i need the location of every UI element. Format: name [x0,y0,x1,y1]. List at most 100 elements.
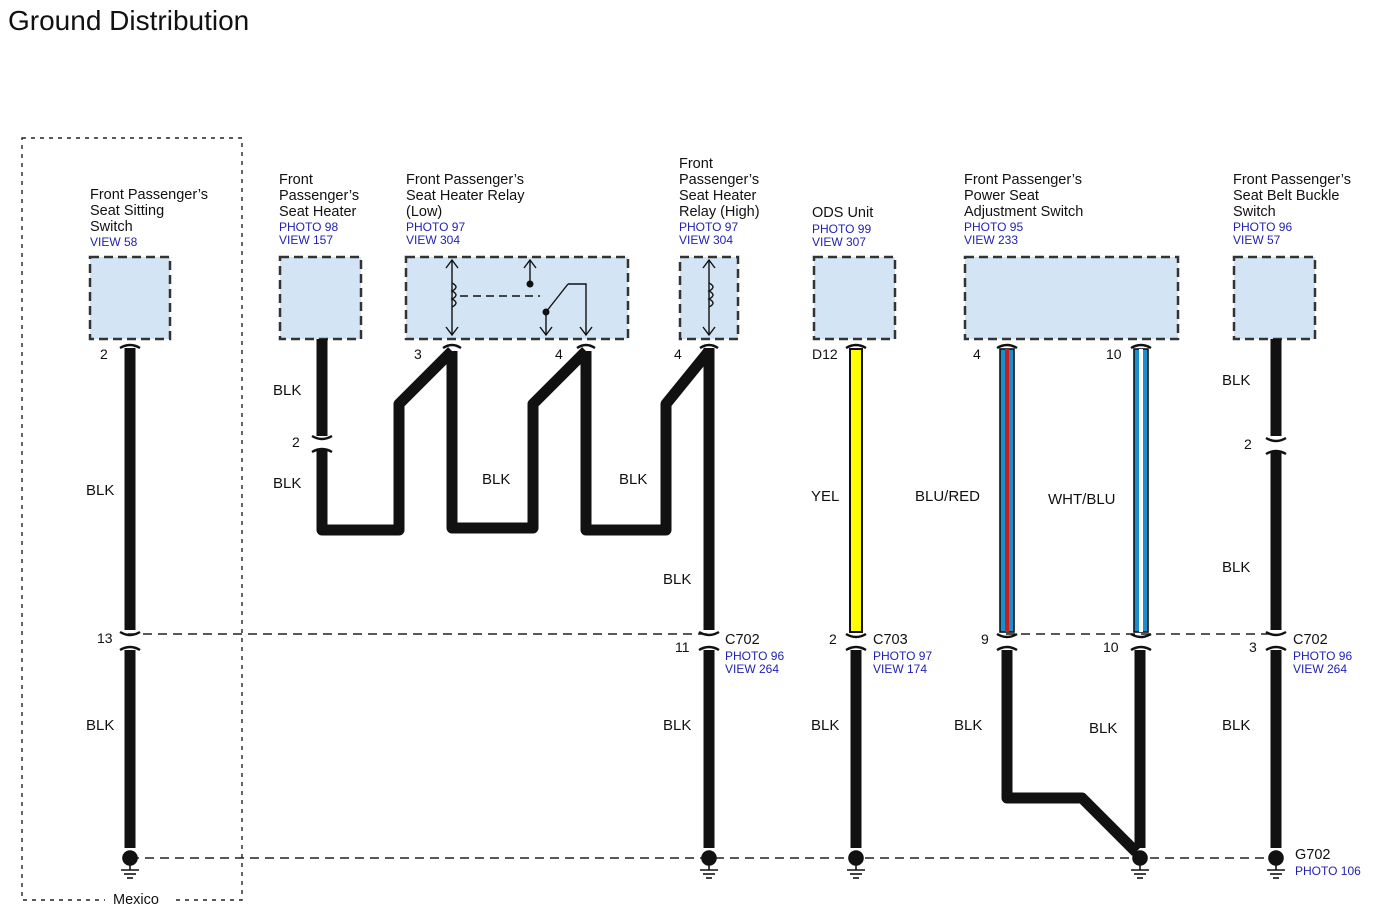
svg-text:Front Passenger’s: Front Passenger’s [90,187,208,203]
component-seat-heater-label: Front Passenger’s Seat Heater PHOTO 98 V… [279,172,359,247]
svg-text:Relay (High): Relay (High) [679,204,760,220]
svg-text:Seat Belt Buckle: Seat Belt Buckle [1233,188,1339,204]
svg-text:VIEW 304: VIEW 304 [679,233,733,247]
svg-text:Adjustment Switch: Adjustment Switch [964,204,1083,220]
svg-text:VIEW 233: VIEW 233 [964,233,1018,247]
connector-c702-right-label: C702 PHOTO 96 VIEW 264 [1293,632,1352,676]
svg-text:C702: C702 [725,632,760,648]
svg-text:Switch: Switch [1233,204,1276,220]
svg-text:3: 3 [414,346,422,362]
ground-symbols [121,850,1285,879]
svg-text:11: 11 [675,639,690,655]
svg-text:BLK: BLK [811,717,839,734]
svg-text:BLU/RED: BLU/RED [915,488,980,505]
svg-text:YEL: YEL [811,488,839,505]
svg-text:ODS Unit: ODS Unit [812,205,873,221]
svg-text:BLK: BLK [1222,717,1250,734]
svg-text:PHOTO 96: PHOTO 96 [1233,220,1292,234]
svg-text:D12: D12 [812,346,838,362]
svg-text:VIEW 264: VIEW 264 [1293,662,1347,676]
svg-text:2: 2 [829,631,837,647]
wire-power-seat-lower [1001,650,1146,856]
svg-text:10: 10 [1103,639,1119,655]
svg-text:9: 9 [981,631,989,647]
power-seat-switch-box [963,255,1180,341]
component-seat-sitting-switch-label: Front Passenger’s Seat Sitting Switch VI… [90,187,208,249]
svg-text:Front Passenger’s: Front Passenger’s [406,172,524,188]
pin-labels: 2 13 2 3 4 4 11 D12 2 4 10 9 10 2 3 [97,346,1257,655]
seat-heater-box [278,255,363,341]
svg-text:C703: C703 [873,632,908,648]
svg-text:VIEW 307: VIEW 307 [812,235,866,249]
wire-power-seat-wht-blu [1133,348,1149,633]
relay-high-schematic [702,258,716,337]
connector-c703-label: C703 PHOTO 97 VIEW 174 [873,632,932,676]
svg-text:BLK: BLK [1222,372,1250,389]
svg-text:PHOTO 106: PHOTO 106 [1295,864,1361,878]
svg-text:Front: Front [279,172,313,188]
svg-text:Seat Heater Relay: Seat Heater Relay [406,188,525,204]
svg-text:BLK: BLK [619,471,647,488]
relay-low-schematic [445,258,593,337]
svg-text:G702: G702 [1295,847,1330,863]
svg-text:BLK: BLK [482,471,510,488]
component-relay-low-label: Front Passenger’s Seat Heater Relay (Low… [406,172,525,247]
svg-text:BLK: BLK [86,717,114,734]
svg-text:Front Passenger’s: Front Passenger’s [1233,172,1351,188]
svg-text:BLK: BLK [86,482,114,499]
connector-c702-left-label: C702 PHOTO 96 VIEW 264 [725,632,784,676]
svg-text:Seat Sitting: Seat Sitting [90,203,164,219]
svg-text:PHOTO 98: PHOTO 98 [279,220,338,234]
svg-text:2: 2 [1244,436,1252,452]
svg-text:VIEW 58: VIEW 58 [90,235,138,249]
svg-text:13: 13 [97,630,113,646]
wire-ods-unit [849,348,863,848]
svg-text:WHT/BLU: WHT/BLU [1048,491,1116,508]
svg-text:C702: C702 [1293,632,1328,648]
svg-text:2: 2 [100,346,108,362]
component-belt-buckle-switch-label: Front Passenger’s Seat Belt Buckle Switc… [1233,172,1351,247]
connector-break-marks [119,343,1287,652]
svg-text:VIEW 174: VIEW 174 [873,662,927,676]
svg-text:VIEW 57: VIEW 57 [1233,233,1281,247]
svg-text:BLK: BLK [273,382,301,399]
svg-text:VIEW 304: VIEW 304 [406,233,460,247]
svg-text:BLK: BLK [663,717,691,734]
ods-unit-box [812,255,897,341]
svg-text:4: 4 [555,346,563,362]
svg-text:4: 4 [674,346,682,362]
svg-text:Passenger’s: Passenger’s [279,188,359,204]
component-ods-unit-label: ODS Unit PHOTO 99 VIEW 307 [812,205,873,249]
wire-heater-relay-loop [316,339,714,536]
svg-text:2: 2 [292,434,300,450]
ground-g702-label: G702 PHOTO 106 [1295,847,1361,878]
wire-color-labels: BLK BLK BLK BLK BLK BLK BLK BLK YEL BLK … [86,372,1250,737]
svg-text:PHOTO 97: PHOTO 97 [679,220,738,234]
component-power-seat-switch-label: Front Passenger’s Power Seat Adjustment … [964,172,1083,247]
svg-text:4: 4 [973,346,981,362]
svg-text:VIEW 264: VIEW 264 [725,662,779,676]
seat-sitting-switch-box [88,255,172,341]
svg-text:BLK: BLK [1222,559,1250,576]
svg-text:Front: Front [679,156,713,172]
svg-text:Passenger’s: Passenger’s [679,172,759,188]
svg-text:PHOTO 99: PHOTO 99 [812,222,871,236]
svg-text:(Low): (Low) [406,204,442,220]
svg-text:Seat Heater: Seat Heater [279,204,357,220]
svg-text:PHOTO 97: PHOTO 97 [873,649,932,663]
svg-text:BLK: BLK [954,717,982,734]
svg-text:Switch: Switch [90,219,133,235]
svg-text:VIEW 157: VIEW 157 [279,233,333,247]
relay-low-box [404,255,630,341]
svg-text:Seat Heater: Seat Heater [679,188,757,204]
svg-text:PHOTO 96: PHOTO 96 [1293,649,1352,663]
belt-buckle-switch-box [1232,255,1317,341]
svg-text:Power Seat: Power Seat [964,188,1039,204]
svg-text:10: 10 [1106,346,1122,362]
page-title: Ground Distribution [8,5,249,36]
svg-text:PHOTO 97: PHOTO 97 [406,220,465,234]
svg-text:PHOTO 95: PHOTO 95 [964,220,1023,234]
svg-text:BLK: BLK [1089,720,1117,737]
svg-text:BLK: BLK [663,571,691,588]
